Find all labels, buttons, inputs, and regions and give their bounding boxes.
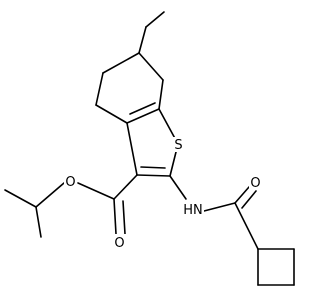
bond-amide-o-double-2 <box>241 190 257 209</box>
amide-nitrogen-label: HN <box>183 203 203 218</box>
bond-ether-o-ch <box>35 182 65 208</box>
cyclohexene-ring <box>95 52 164 124</box>
bond-carbonyl-cyclobutyl <box>234 202 259 250</box>
atom-labels: S O O HN O <box>64 137 262 251</box>
bond-c3a-c4 <box>95 104 128 124</box>
ester-carbonyl-oxygen-label: O <box>114 236 124 251</box>
bond-ethyl-ch3 <box>145 11 165 28</box>
bond-c3-c3a <box>126 122 138 176</box>
bond-c5-c6 <box>102 52 140 74</box>
bond-c2-c3 <box>136 174 171 177</box>
bond-ch-methyl-down <box>35 206 42 238</box>
chemical-structure-diagram: S O O HN O <box>4 11 295 286</box>
bond-carbonyl-o-double-2 <box>122 200 126 235</box>
bond-ch-methyl-left <box>4 189 37 208</box>
bond-carbonyl-o-double-1 <box>113 198 117 235</box>
amide-carbonyl-oxygen-label: O <box>250 176 260 191</box>
isopropyl-ester-group <box>4 174 138 238</box>
ester-ether-oxygen-label: O <box>65 175 75 190</box>
bond-amide-o-double-1 <box>234 186 250 204</box>
bond-c7a-c3a <box>126 108 160 124</box>
bond-carbonyl-ether-o <box>77 182 115 200</box>
bond-ethyl-ch2 <box>138 26 147 54</box>
bond-c4-c5 <box>95 72 104 106</box>
cyclobutane-amide-group <box>169 175 295 286</box>
bond-c2-c3-double <box>140 166 166 169</box>
sulfur-atom-label: S <box>174 138 182 153</box>
bond-c2-nh <box>169 175 187 200</box>
bond-c3-carbonyl <box>113 174 138 200</box>
bond-c6-c7 <box>138 52 164 81</box>
bond-nh-carbonyl <box>203 202 236 212</box>
bond-c7-c7a <box>158 79 164 110</box>
ethyl-group <box>138 11 165 54</box>
bond-c7a-c3a-double <box>129 102 156 115</box>
